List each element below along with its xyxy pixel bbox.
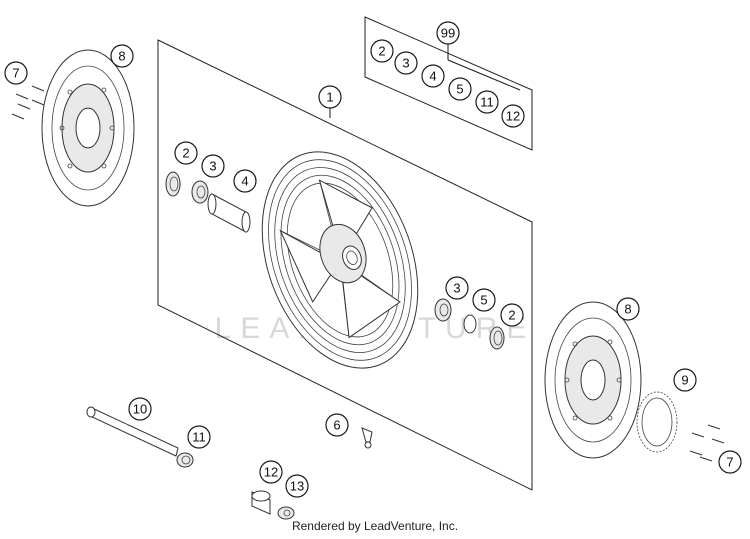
callout-7-left[interactable]: 7	[4, 61, 28, 85]
bushing[interactable]	[251, 490, 271, 515]
footer-credit: Rendered by LeadVenture, Inc.	[291, 519, 459, 533]
kit-callout-12[interactable]: 12	[501, 104, 525, 128]
callout-12[interactable]: 12	[259, 460, 283, 484]
callout-3-left[interactable]: 3	[201, 154, 225, 178]
svg-text:5: 5	[456, 82, 463, 97]
radial-bearing-left[interactable]	[191, 180, 209, 204]
wheel-spindle[interactable]	[86, 406, 179, 457]
svg-text:4: 4	[241, 174, 248, 189]
kit-panel	[364, 16, 533, 151]
kit-callout-3[interactable]: 3	[394, 51, 418, 75]
svg-text:10: 10	[133, 402, 147, 417]
svg-text:3: 3	[402, 56, 409, 71]
brake-disc-left[interactable]	[41, 49, 135, 207]
wheel-assembly-panel	[157, 39, 533, 491]
callout-7-right[interactable]: 7	[718, 450, 742, 474]
front-wheel[interactable]	[234, 130, 446, 390]
callout-10[interactable]: 10	[128, 397, 152, 421]
bolts-right[interactable]	[689, 424, 725, 462]
svg-text:8: 8	[624, 302, 631, 317]
axle-ring[interactable]	[176, 452, 194, 468]
bolts-left[interactable]	[11, 85, 45, 120]
callout-2-right[interactable]: 2	[500, 303, 524, 327]
callout-99[interactable]: 99	[436, 21, 460, 45]
washer[interactable]	[277, 506, 295, 520]
svg-text:4: 4	[429, 69, 436, 84]
radial-bearing-right[interactable]	[434, 298, 452, 322]
kit-callout-4[interactable]: 4	[421, 64, 445, 88]
svg-text:99: 99	[441, 26, 455, 41]
svg-text:7: 7	[726, 455, 733, 470]
svg-text:2: 2	[378, 44, 385, 59]
callout-6[interactable]: 6	[325, 413, 349, 437]
svg-text:12: 12	[506, 109, 520, 124]
svg-text:1: 1	[326, 90, 333, 105]
callout-1[interactable]: 1	[318, 85, 342, 109]
callout-2-left[interactable]: 2	[174, 141, 198, 165]
abs-sensor-ring[interactable]	[636, 391, 678, 453]
svg-text:3: 3	[209, 159, 216, 174]
callout-3-right[interactable]: 3	[445, 276, 469, 300]
svg-text:5: 5	[480, 293, 487, 308]
kit-callout-5[interactable]: 5	[448, 77, 472, 101]
callout-8-left[interactable]: 8	[110, 44, 134, 68]
kit-callout-11[interactable]: 11	[475, 90, 499, 114]
distance-ring[interactable]	[463, 314, 477, 334]
svg-text:11: 11	[480, 95, 494, 110]
svg-text:2: 2	[182, 146, 189, 161]
svg-text:8: 8	[118, 49, 125, 64]
svg-text:11: 11	[192, 430, 206, 445]
callout-13[interactable]: 13	[285, 474, 309, 498]
callout-5[interactable]: 5	[472, 288, 496, 312]
svg-text:7: 7	[12, 66, 19, 81]
callout-11[interactable]: 11	[187, 425, 211, 449]
svg-text:12: 12	[264, 465, 278, 480]
svg-text:9: 9	[681, 373, 688, 388]
brake-disc-right[interactable]	[544, 301, 642, 459]
spacer-sleeve[interactable]	[207, 193, 251, 233]
svg-text:3: 3	[453, 281, 460, 296]
svg-text:6: 6	[333, 418, 340, 433]
valve[interactable]	[361, 427, 373, 449]
callout-8-right[interactable]: 8	[616, 297, 640, 321]
kit-callout-2[interactable]: 2	[370, 39, 394, 63]
callout-4[interactable]: 4	[233, 169, 257, 193]
svg-text:2: 2	[508, 308, 515, 323]
callout-9[interactable]: 9	[673, 368, 697, 392]
svg-text:13: 13	[290, 479, 304, 494]
